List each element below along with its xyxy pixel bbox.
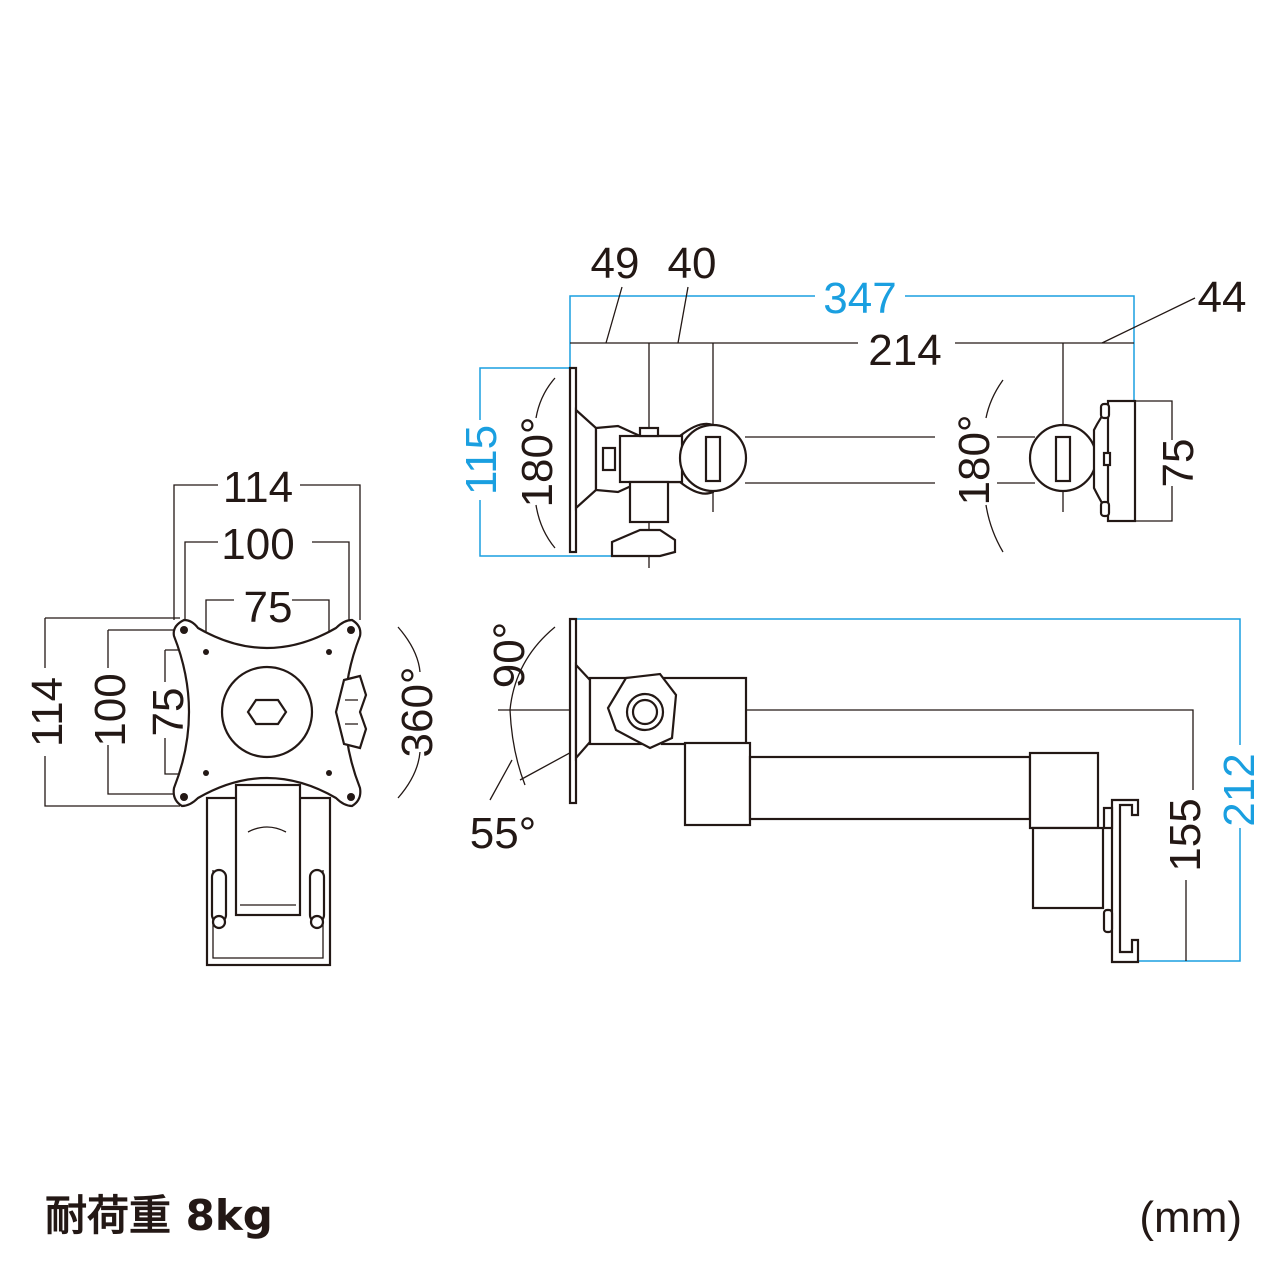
plate-height-dimension: [479, 367, 612, 557]
front-rotation-label: 360°: [393, 666, 442, 757]
desk-hook: [1110, 798, 1140, 964]
arm-segment: [748, 755, 1032, 821]
arm-length-label: 214: [868, 326, 941, 375]
tilt-up-label: 90°: [485, 622, 534, 689]
front-width-inner: 75: [244, 583, 293, 632]
total-height-dimension: [576, 618, 1241, 962]
swivel-left-label: 180°: [513, 416, 562, 507]
swivel-right-label: 180°: [950, 414, 999, 505]
vesa-holes: [180, 626, 355, 801]
clamp-plate: [1106, 399, 1137, 523]
total-height-label: 212: [1215, 753, 1264, 826]
total-length-dimension: [569, 295, 1135, 400]
load-capacity-label: 耐荷重 8kg: [45, 1191, 273, 1240]
offset-end-label: 44: [1198, 273, 1247, 322]
clamp-height-label: 75: [1154, 439, 1203, 488]
tilt-knob: [334, 674, 368, 750]
front-height-outer: 114: [23, 677, 72, 747]
tilt-down-label: 55°: [470, 809, 537, 858]
top-view: 347 214 49 40 44 115 180° 75 180°: [457, 239, 1246, 568]
front-width-outer: 114: [223, 463, 293, 512]
offset-a-label: 49: [591, 239, 640, 288]
offset-b-label: 40: [668, 239, 717, 288]
arm-height-label: 155: [1161, 798, 1210, 871]
front-height-inner: 75: [144, 688, 193, 737]
unit-label: (mm): [1139, 1193, 1242, 1242]
total-length-label: 347: [823, 274, 896, 323]
front-height-mid: 100: [86, 673, 135, 746]
front-width-mid: 100: [221, 520, 294, 569]
rotation-arc: [397, 626, 421, 799]
plate-height-label: 115: [457, 425, 506, 495]
front-view: 114 100 75 114 100 75 360°: [23, 463, 442, 967]
side-view: 212 155 90° 55°: [470, 617, 1264, 964]
wall-bracket: [205, 783, 332, 967]
hex-bolt-icon: [246, 698, 288, 726]
